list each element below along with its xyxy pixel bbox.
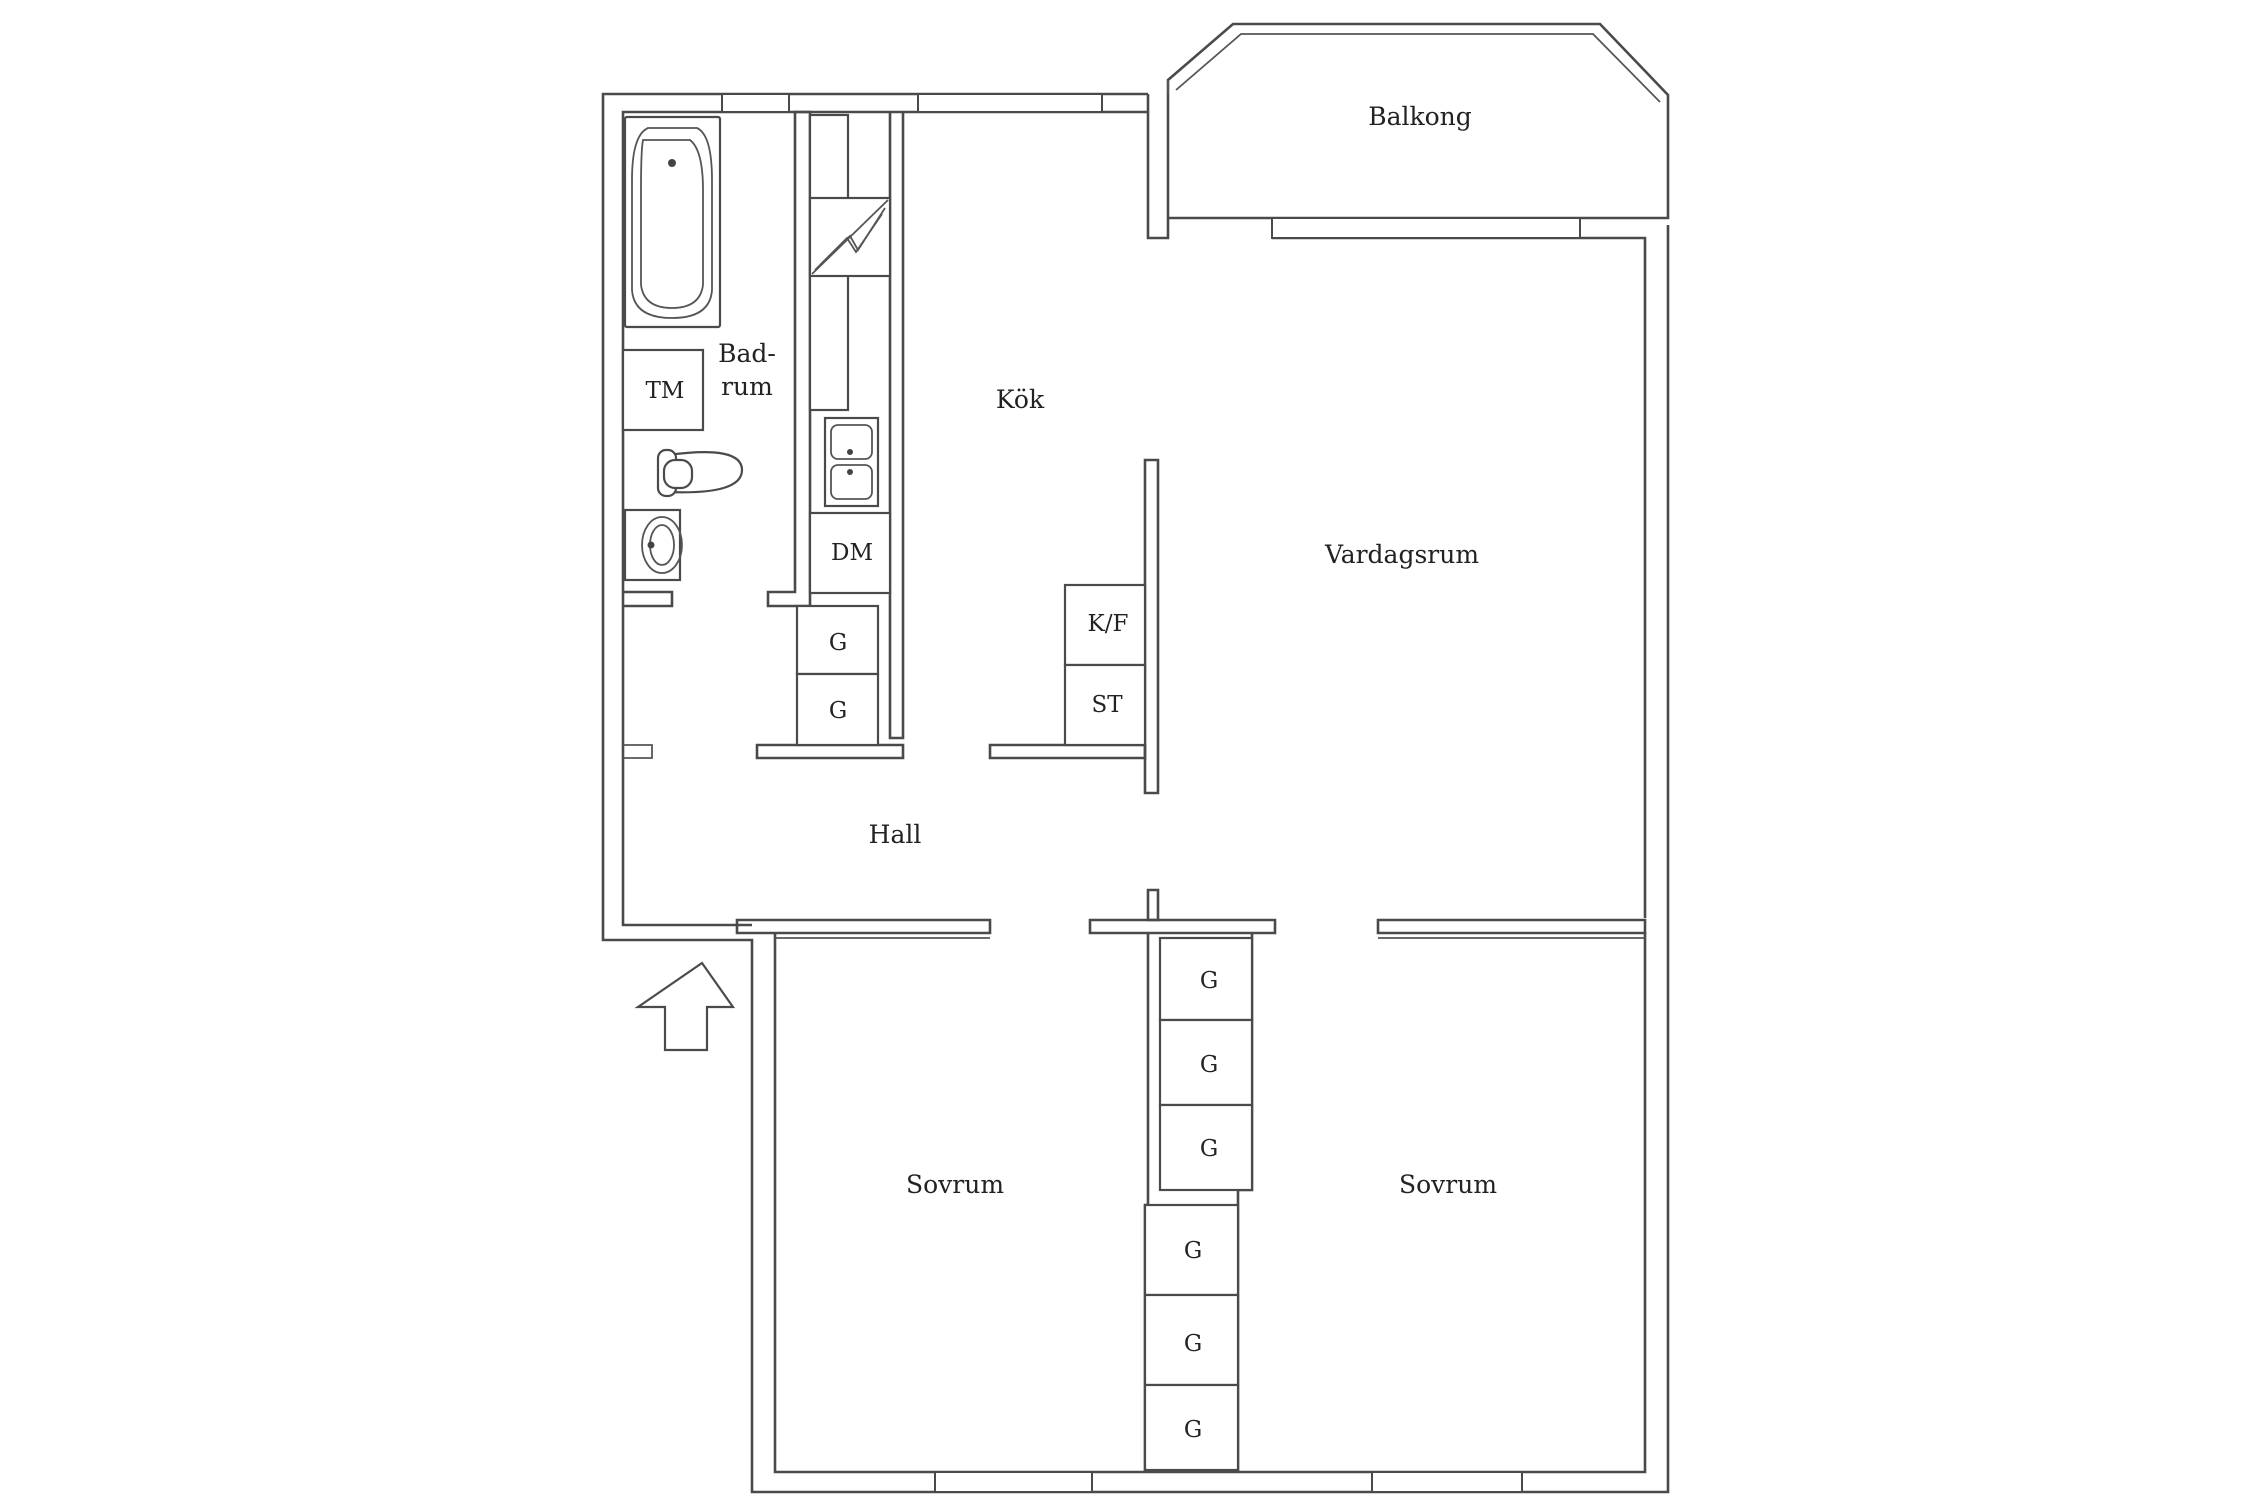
label-badrum-2: rum bbox=[721, 372, 773, 401]
label-g-bed-3: G bbox=[1200, 1136, 1218, 1162]
label-badrum-1: Bad- bbox=[718, 339, 776, 368]
label-g-bed-4: G bbox=[1184, 1238, 1202, 1264]
label-sovrum-left: Sovrum bbox=[906, 1170, 1004, 1199]
label-hall: Hall bbox=[869, 820, 922, 849]
label-g-bed-2: G bbox=[1200, 1052, 1218, 1078]
label-g-bed-1: G bbox=[1200, 968, 1218, 994]
wardrobe-bed-6 bbox=[1143, 1383, 1240, 1472]
label-kok: Kök bbox=[996, 385, 1045, 414]
wardrobe-bed-4 bbox=[1143, 1203, 1240, 1297]
window-living-room bbox=[1271, 217, 1581, 239]
wardrobe-hall-2 bbox=[795, 672, 880, 747]
label-kf: K/F bbox=[1088, 611, 1129, 637]
label-dm: DM bbox=[831, 540, 873, 566]
label-tm: TM bbox=[646, 378, 685, 404]
windows bbox=[721, 93, 1581, 1493]
label-vardagsrum: Vardagsrum bbox=[1324, 540, 1479, 569]
washbasin bbox=[623, 508, 683, 582]
window-bedroom-right bbox=[1371, 1471, 1523, 1493]
label-g-hall-2: G bbox=[829, 698, 847, 724]
wardrobe-hall-1 bbox=[795, 604, 880, 676]
dm-box bbox=[808, 511, 892, 595]
toilet bbox=[656, 448, 744, 498]
kitchen-counter bbox=[808, 113, 892, 412]
st-box bbox=[1063, 663, 1147, 747]
label-balkong: Balkong bbox=[1368, 102, 1472, 131]
bathtub bbox=[623, 115, 722, 329]
wardrobe-bed-5 bbox=[1143, 1293, 1240, 1387]
kf-box bbox=[1063, 583, 1147, 667]
label-g-bed-6: G bbox=[1184, 1417, 1202, 1443]
window-bathroom bbox=[721, 93, 790, 113]
label-sovrum-right: Sovrum bbox=[1399, 1170, 1497, 1199]
sink-icon bbox=[823, 416, 880, 508]
label-g-bed-5: G bbox=[1184, 1331, 1202, 1357]
wardrobe-bed-3 bbox=[1158, 1103, 1254, 1192]
label-st: ST bbox=[1091, 692, 1123, 718]
wardrobe-bed-1 bbox=[1158, 936, 1254, 1022]
entrance-arrow-icon bbox=[634, 961, 736, 1052]
tm-box bbox=[621, 348, 705, 432]
window-kitchen bbox=[917, 93, 1103, 113]
label-g-hall-1: G bbox=[829, 630, 847, 656]
window-bedroom-left bbox=[934, 1471, 1093, 1493]
